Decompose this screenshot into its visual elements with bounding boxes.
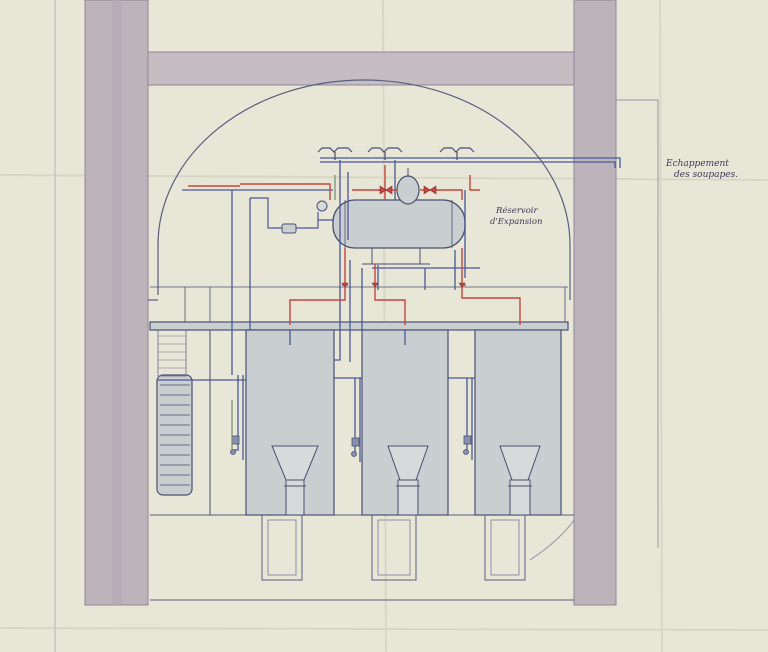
foundation-pit-2: [371, 514, 417, 581]
green-piping: [231, 175, 336, 450]
safety-valve-outlets: [317, 147, 475, 160]
reservoir-annotation: Réservoir d'Expansion: [490, 206, 542, 227]
boiler-1: [245, 329, 335, 516]
vault-arch: [157, 79, 571, 300]
foundation-pit-2-inner: [377, 519, 411, 576]
exhaust-annotation-line2: des soupapes.: [674, 170, 739, 181]
blue-piping: [182, 157, 621, 375]
boiler-partitions: [209, 330, 476, 515]
boiler-3: [474, 329, 562, 516]
expansion-reservoir: [332, 168, 466, 265]
vault-outline: [148, 79, 571, 301]
pressure-gauge: [316, 200, 328, 212]
exhaust-annotation-line1: Echappement: [666, 159, 729, 169]
foundation-pit-3-inner: [490, 519, 520, 576]
air-vessel: [396, 175, 420, 205]
floor-drain-curve: [529, 519, 575, 561]
platform: [149, 286, 569, 331]
riser-valves: [230, 435, 472, 457]
platform-deck: [149, 321, 569, 331]
reservoir-annotation-line1: Réservoir: [496, 206, 538, 216]
boiler-2: [361, 329, 449, 516]
gauge-assembly: [250, 197, 333, 234]
red-piping: [188, 165, 521, 325]
left-stair: [156, 327, 193, 496]
small-tank: [281, 223, 297, 234]
right-wall: [573, 0, 617, 606]
exhaust-annotation: Echappement des soupapes.: [666, 159, 738, 182]
boilers: [209, 329, 562, 516]
left-pier-inner: [112, 0, 122, 605]
red-valves: [341, 185, 466, 288]
reservoir-annotation-line2: d'Expansion: [490, 216, 543, 227]
foundation-pit-1-inner: [267, 519, 297, 576]
floor-and-foundations: [150, 514, 575, 601]
exhaust-main: [320, 157, 621, 168]
